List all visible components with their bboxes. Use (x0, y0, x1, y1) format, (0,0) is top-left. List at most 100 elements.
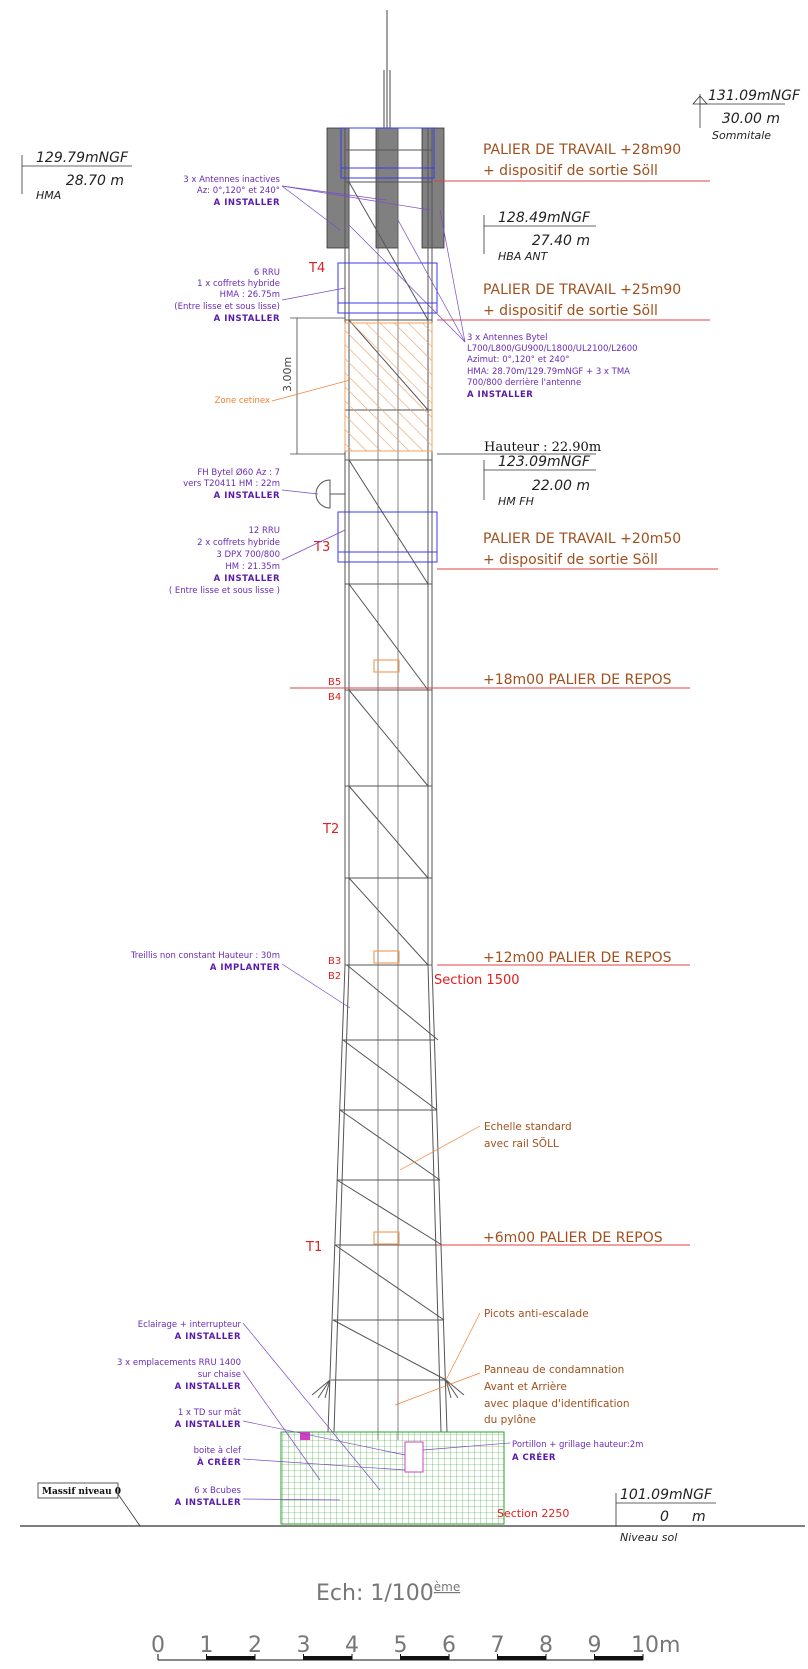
scale-segment (594, 1656, 643, 1660)
svg-text:A INSTALLER: A INSTALLER (175, 1420, 241, 1430)
note-boite: boite à clef À CRÉER (194, 1446, 242, 1468)
svg-text:12 RRU: 12 RRU (248, 526, 280, 536)
scale-tick-label: 1 (200, 1633, 214, 1658)
scale-tick-label: 4 (345, 1633, 359, 1658)
note-bcubes: 6 x Bcubes A INSTALLER (175, 1486, 242, 1508)
svg-text:1 x TD sur mât: 1 x TD sur mât (178, 1408, 242, 1418)
palier-28-l2: + dispositif de sortie Söll (483, 163, 658, 179)
sommitale-height: 30.00 m (722, 111, 780, 127)
hba-label: HBA ANT (498, 250, 549, 263)
svg-text:Echelle standard: Echelle standard (484, 1121, 572, 1133)
td-box (300, 1432, 310, 1440)
svg-text:Treillis non constant Hauteur: Treillis non constant Hauteur : 30m (130, 951, 280, 961)
svg-text:A INSTALLER: A INSTALLER (214, 574, 280, 584)
svg-text:A INSTALLER: A INSTALLER (214, 491, 280, 501)
scale-tick-label: 8 (539, 1633, 553, 1658)
svg-text:6 RRU: 6 RRU (254, 268, 280, 278)
note-rru1400: 3 x emplacements RRU 1400 sur chaise A I… (117, 1358, 241, 1392)
svg-text:3 x Antennes inactives: 3 x Antennes inactives (183, 175, 280, 185)
svg-text:À CRÉER: À CRÉER (197, 1456, 241, 1468)
note-fh: FH Bytel Ø60 Az : 7 vers T20411 HM : 22m… (183, 467, 280, 501)
sommitale-ngf: 131.09mNGF (708, 88, 801, 104)
note-picots: Picots anti-escalade (484, 1308, 589, 1320)
svg-text:Ech: 1/100ème: Ech: 1/100ème (316, 1580, 460, 1606)
dimension-3m (290, 317, 345, 455)
note-eclairage: Eclairage + interrupteur A INSTALLER (138, 1320, 242, 1342)
zone-cetinex-label: Zone cetinex (215, 396, 270, 406)
note-portillon: Portillon + grillage hauteur:2m A CRÉER (512, 1440, 643, 1463)
hma-ngf: 129.79mNGF (36, 150, 129, 166)
troncon-t3: T3 (313, 540, 330, 555)
lightning-rod (383, 10, 391, 128)
leader-picots (445, 1312, 481, 1381)
leader-echelle (399, 1125, 481, 1171)
svg-text:A IMPLANTER: A IMPLANTER (210, 963, 280, 973)
leader-antennes-bytel (348, 209, 466, 343)
svg-text:700/800 derrière l'antenne: 700/800 derrière l'antenne (467, 377, 581, 388)
bride-b5: B5 (328, 677, 341, 688)
bride-b3: B3 (328, 956, 341, 967)
fh-height: 22.00 m (532, 478, 590, 494)
fh-ngf: 123.09mNGF (498, 454, 591, 470)
bride-b4: B4 (328, 692, 341, 703)
palier-28-l1: PALIER DE TRAVAIL +28m90 (483, 142, 681, 158)
scale-tick-label: 2 (248, 1633, 262, 1658)
svg-text:FH Bytel Ø60 Az : 7: FH Bytel Ø60 Az : 7 (197, 467, 280, 478)
svg-text:avec plaque d'identification: avec plaque d'identification (484, 1398, 630, 1410)
cetinex-zone (344, 322, 433, 452)
palier-18: +18m00 PALIER DE REPOS (483, 672, 672, 688)
leader-rru1400 (242, 1370, 321, 1481)
fh-label: HM FH (498, 495, 534, 508)
svg-text:L700/L800/GU900/L1800/UL2100/L: L700/L800/GU900/L1800/UL2100/L2600 (467, 344, 638, 354)
leader-bcubes (242, 1498, 341, 1501)
svg-text:Eclairage + interrupteur: Eclairage + interrupteur (138, 1320, 242, 1330)
leader-td (242, 1420, 406, 1456)
working-platforms (337, 127, 438, 563)
palier-20-l2: + dispositif de sortie Söll (483, 552, 658, 568)
svg-text:Azimut: 0°,120° et 240°: Azimut: 0°,120° et 240° (467, 355, 569, 365)
leader-rru12 (281, 529, 346, 561)
hba-ngf: 128.49mNGF (498, 210, 591, 226)
svg-text:(Entre lisse et sous lisse): (Entre lisse et sous lisse) (174, 302, 280, 312)
scale-tick-label: 10m (631, 1633, 680, 1658)
scale-tick-label: 3 (297, 1633, 311, 1658)
scale-tick-label: 7 (491, 1633, 505, 1658)
note-antennes-inactives: 3 x Antennes inactives Az: 0°,120° et 24… (183, 175, 280, 208)
svg-text:sur chaise: sur chaise (198, 1370, 241, 1380)
svg-text:vers T20411 HM : 22m: vers T20411 HM : 22m (183, 479, 280, 489)
level-mark-hba: 128.49mNGF 27.40 m HBA ANT (483, 210, 596, 263)
scale-tick-label: 6 (442, 1633, 456, 1658)
leader-panneau (394, 1372, 481, 1406)
leader-boite (242, 1458, 406, 1471)
scale-segment (303, 1656, 352, 1660)
svg-text:A INSTALLER: A INSTALLER (175, 1498, 241, 1508)
tower-lower (327, 964, 448, 1433)
level-mark-fh: Hauteur : 22.90m 123.09mNGF 22.00 m HM F… (437, 440, 601, 508)
portillon (404, 1441, 424, 1473)
scale-title: Ech: 1/100ème (316, 1580, 460, 1606)
svg-text:Portillon + grillage hauteur:2: Portillon + grillage hauteur:2m (512, 1440, 643, 1450)
svg-text:Avant et Arrière: Avant et Arrière (484, 1381, 567, 1393)
palier-25-l2: + dispositif de sortie Söll (483, 303, 658, 319)
section-1500: Section 1500 (434, 973, 520, 988)
svg-text:3 x emplacements RRU 1400: 3 x emplacements RRU 1400 (117, 1358, 241, 1368)
svg-text:A INSTALLER: A INSTALLER (175, 1332, 241, 1342)
sol-unit: m (692, 1509, 706, 1525)
svg-text:( Entre lisse et sous lisse ): ( Entre lisse et sous lisse ) (169, 586, 280, 596)
note-rru6: 6 RRU 1 x coffrets hybride HMA : 26.75m … (174, 268, 280, 324)
hauteur-label: Hauteur : 22.90m (484, 440, 601, 455)
rest-platforms (373, 659, 400, 1245)
note-td: 1 x TD sur mât A INSTALLER (175, 1408, 242, 1430)
hma-height: 28.70 m (66, 173, 124, 189)
level-mark-sol: 101.09mNGF 0 m Niveau sol (615, 1487, 716, 1544)
scale-tick-label: 0 (151, 1633, 165, 1658)
svg-text:HM : 21.35m: HM : 21.35m (225, 562, 280, 572)
leader-rru6 (281, 287, 346, 301)
svg-text:du pylône: du pylône (484, 1414, 536, 1426)
note-echelle: Echelle standard avec rail SÖLL (484, 1121, 572, 1150)
svg-text:A INSTALLER: A INSTALLER (175, 1382, 241, 1392)
note-antennes-bytel: 3 x Antennes Bytel L700/L800/GU900/L1800… (467, 333, 638, 400)
tower-upper (344, 128, 433, 966)
palier-20-l1: PALIER DE TRAVAIL +20m50 (483, 531, 681, 547)
scale-segment (400, 1656, 449, 1660)
